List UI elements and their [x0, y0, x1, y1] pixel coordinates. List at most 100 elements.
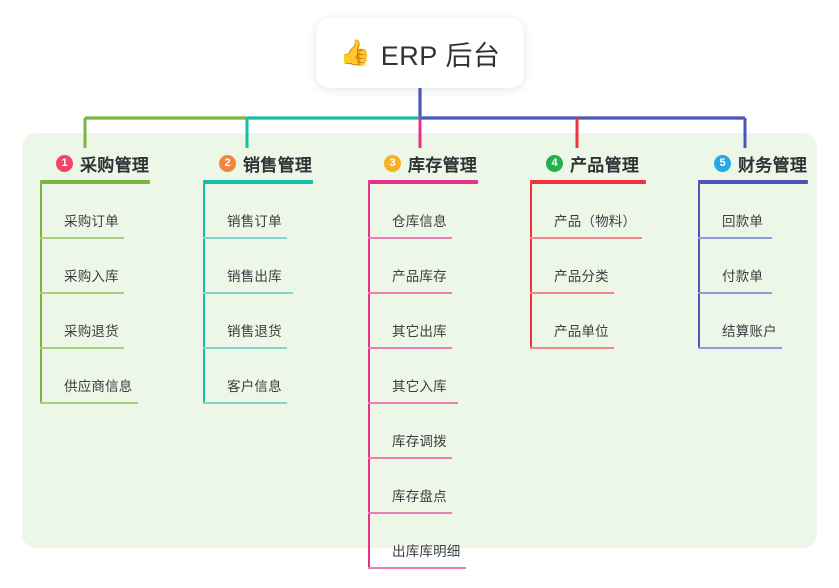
column-trunk-line: [368, 184, 370, 569]
list-item[interactable]: 采购退货: [40, 294, 150, 349]
column-items-list: 销售订单销售出库销售退货客户信息: [203, 184, 313, 404]
list-item-underline: [368, 512, 452, 514]
column-title: 库存管理: [408, 155, 478, 175]
list-item-underline: [698, 237, 772, 239]
list-item-underline: [203, 237, 287, 239]
list-item-label: 付款单: [722, 269, 764, 284]
list-item[interactable]: 回款单: [698, 184, 808, 239]
column-header-underline: [530, 180, 646, 184]
list-item[interactable]: 仓库信息: [368, 184, 478, 239]
list-item-label: 采购订单: [64, 214, 119, 229]
column-title: 销售管理: [243, 155, 313, 175]
list-item[interactable]: 供应商信息: [40, 349, 150, 404]
list-item-underline: [698, 292, 772, 294]
column-badge-number: 4: [546, 154, 563, 172]
column-1: 1 采购管理采购订单采购入库采购退货供应商信息: [40, 150, 150, 404]
list-item-label: 库存调拨: [392, 434, 447, 449]
column-badge-number: 2: [219, 154, 236, 172]
column-5: 5 财务管理回款单付款单结算账户: [698, 150, 808, 349]
list-item-label: 结算账户: [722, 324, 777, 339]
list-item[interactable]: 采购订单: [40, 184, 150, 239]
list-item[interactable]: 产品（物料）: [530, 184, 646, 239]
column-header-underline: [203, 180, 313, 184]
column-title: 产品管理: [570, 155, 640, 175]
column-items-list: 仓库信息产品库存其它出库其它入库库存调拨库存盘点出库库明细: [368, 184, 478, 569]
list-item[interactable]: 库存调拨: [368, 404, 478, 459]
list-item-underline: [368, 237, 452, 239]
column-header-2[interactable]: 2 销售管理: [203, 150, 313, 176]
list-item-label: 销售出库: [227, 269, 282, 284]
list-item-label: 其它出库: [392, 324, 447, 339]
list-item[interactable]: 付款单: [698, 239, 808, 294]
column-items-list: 回款单付款单结算账户: [698, 184, 808, 349]
column-trunk-line: [203, 184, 205, 404]
list-item-underline: [40, 347, 124, 349]
list-item[interactable]: 产品库存: [368, 239, 478, 294]
column-title: 财务管理: [738, 155, 808, 175]
list-item-underline: [40, 237, 124, 239]
list-item[interactable]: 采购入库: [40, 239, 150, 294]
column-badge-number: 5: [714, 154, 731, 172]
list-item-label: 销售退货: [227, 324, 282, 339]
column-header-1[interactable]: 1 采购管理: [40, 150, 150, 176]
column-header-underline: [368, 180, 478, 184]
list-item-label: 销售订单: [227, 214, 282, 229]
list-item[interactable]: 销售订单: [203, 184, 313, 239]
list-item[interactable]: 结算账户: [698, 294, 808, 349]
list-item-label: 出库库明细: [392, 544, 461, 559]
list-item-underline: [530, 347, 614, 349]
column-header-4[interactable]: 4 产品管理: [530, 150, 646, 176]
list-item-underline: [40, 292, 124, 294]
diagram-board-panel: [22, 133, 817, 548]
column-4: 4 产品管理产品（物料） 产品分类产品单位: [530, 150, 646, 349]
column-trunk-line: [40, 184, 42, 404]
root-node-content: 👍 ERP 后台: [340, 34, 501, 73]
list-item[interactable]: 销售退货: [203, 294, 313, 349]
column-2: 2 销售管理销售订单销售出库销售退货客户信息: [203, 150, 313, 404]
list-item-underline: [203, 292, 293, 294]
list-item[interactable]: 产品分类: [530, 239, 646, 294]
list-item-label: 回款单: [722, 214, 764, 229]
list-item-underline: [530, 237, 642, 239]
list-item-label: 客户信息: [227, 379, 282, 394]
column-header-5[interactable]: 5 财务管理: [698, 150, 808, 176]
list-item[interactable]: 出库库明细: [368, 514, 478, 569]
list-item-underline: [530, 292, 614, 294]
column-3: 3 库存管理仓库信息产品库存其它出库其它入库库存调拨库存盘点出库库明细: [368, 150, 478, 569]
list-item-underline: [368, 347, 452, 349]
list-item[interactable]: 客户信息: [203, 349, 313, 404]
list-item-label: 产品单位: [554, 324, 609, 339]
list-item-label: 仓库信息: [392, 214, 447, 229]
list-item-label: 产品（物料）: [554, 214, 637, 229]
list-item-underline: [40, 402, 138, 404]
list-item[interactable]: 产品单位: [530, 294, 646, 349]
column-title: 采购管理: [80, 155, 150, 175]
thumbs-up-icon: 👍: [339, 38, 371, 67]
column-trunk-line: [530, 184, 532, 349]
root-node-erp-backend[interactable]: 👍 ERP 后台: [316, 18, 524, 88]
list-item-underline: [368, 292, 452, 294]
list-item-label: 供应商信息: [64, 379, 133, 394]
list-item-underline: [368, 402, 458, 404]
list-item-label: 产品库存: [392, 269, 447, 284]
column-items-list: 产品（物料） 产品分类产品单位: [530, 184, 646, 349]
list-item-label: 其它入库: [392, 379, 447, 394]
list-item-label: 采购入库: [64, 269, 119, 284]
column-trunk-line: [698, 184, 700, 349]
list-item[interactable]: 其它出库: [368, 294, 478, 349]
list-item-underline: [698, 347, 782, 349]
column-header-3[interactable]: 3 库存管理: [368, 150, 478, 176]
column-header-underline: [40, 180, 150, 184]
list-item[interactable]: 销售出库: [203, 239, 313, 294]
list-item-label: 库存盘点: [392, 489, 447, 504]
column-items-list: 采购订单采购入库采购退货供应商信息: [40, 184, 150, 404]
list-item-underline: [368, 457, 452, 459]
column-badge-number: 1: [56, 154, 73, 172]
list-item[interactable]: 其它入库: [368, 349, 478, 404]
column-header-underline: [698, 180, 808, 184]
list-item-underline: [203, 347, 287, 349]
column-badge-number: 3: [384, 154, 401, 172]
list-item[interactable]: 库存盘点: [368, 459, 478, 514]
list-item-label: 产品分类: [554, 269, 609, 284]
